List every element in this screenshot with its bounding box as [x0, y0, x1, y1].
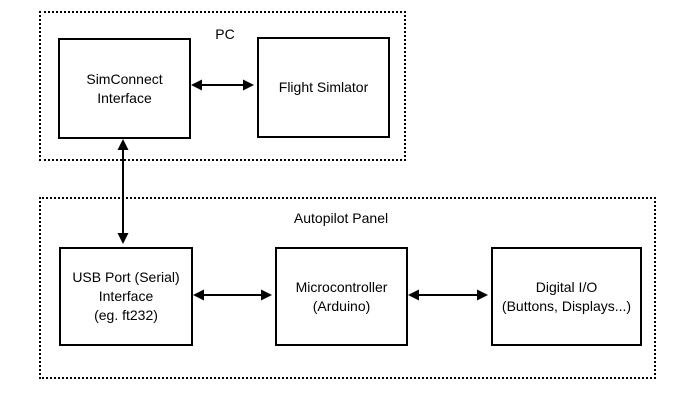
pc-group: PC SimConnect Interface Flight Simlator — [39, 11, 406, 161]
autopilot-panel-group-label: Autopilot Panel — [293, 210, 389, 226]
microcontroller-label-line1: Microcontroller — [295, 278, 388, 295]
simconnect-label-line1: SimConnect — [86, 70, 163, 87]
usb-label-line1: USB Port (Serial) — [72, 269, 180, 285]
flight-simulator-box: Flight Simlator — [257, 37, 390, 138]
digital-io-box: Digital I/O (Buttons, Displays...) — [491, 247, 642, 346]
microcontroller-box: Microcontroller (Arduino) — [275, 247, 408, 346]
flight-simulator-label: Flight Simlator — [278, 79, 369, 95]
autopilot-panel-group: Autopilot Panel USB Port (Serial) Interf… — [39, 197, 656, 379]
simconnect-interface-box: SimConnect Interface — [58, 38, 191, 139]
pc-group-label: PC — [215, 26, 235, 42]
microcontroller-label-line2: (Arduino) — [312, 297, 371, 314]
simconnect-label-line2: Interface — [97, 89, 152, 106]
usb-serial-interface-box: USB Port (Serial) Interface (eg. ft232) — [59, 247, 193, 346]
digital-io-label-line2: (Buttons, Displays...) — [501, 297, 632, 314]
usb-label-line2: Interface — [98, 288, 154, 304]
usb-label-line3: (eg. ft232) — [94, 307, 158, 323]
digital-io-label-line1: Digital I/O — [535, 278, 598, 295]
